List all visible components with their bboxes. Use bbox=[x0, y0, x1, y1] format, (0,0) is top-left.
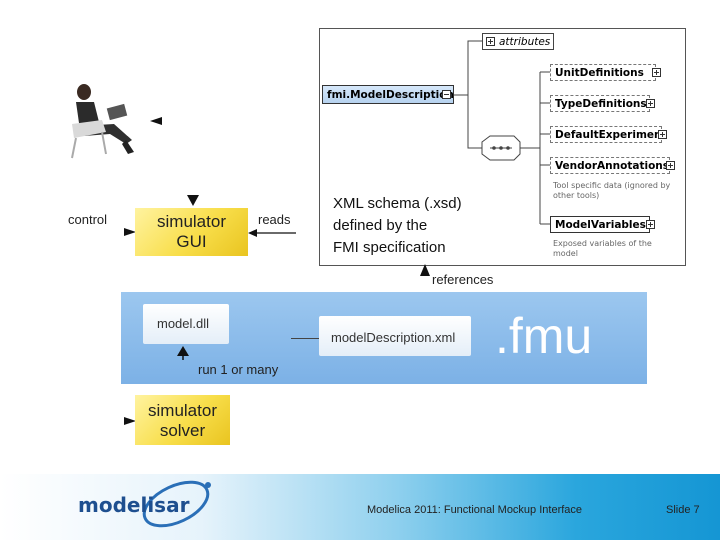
type-definitions-node: TypeDefinitions bbox=[550, 95, 655, 112]
fmu-package-band: model.dll run 1 or many modelDescription… bbox=[121, 292, 647, 384]
collapse-icon bbox=[442, 90, 451, 99]
caption-line: FMI specification bbox=[333, 239, 446, 256]
references-label: references bbox=[432, 272, 494, 287]
model-variables-note: Exposed variables of the model bbox=[553, 239, 652, 258]
control-label: control bbox=[68, 212, 108, 227]
arrow-up-icon bbox=[177, 346, 189, 360]
simulator-gui-box: simulator GUI bbox=[135, 208, 248, 256]
person-with-laptop-image bbox=[71, 84, 134, 159]
run-label: run 1 or many bbox=[198, 362, 279, 377]
vendor-annotations-note: Tool specific data (ignored by other too… bbox=[553, 181, 671, 200]
expand-icon bbox=[486, 37, 495, 46]
model-variables-node: ModelVariables bbox=[550, 216, 655, 233]
reads-label: reads bbox=[258, 212, 291, 227]
unit-definitions-node: UnitDefinitions bbox=[550, 64, 661, 81]
attributes-node: attributes bbox=[482, 33, 554, 50]
expand-icon bbox=[646, 99, 655, 108]
arrow-left-icon bbox=[150, 117, 162, 125]
xml-schema-panel: attributes fmi.ModelDescription UnitDefi… bbox=[319, 28, 686, 266]
model-description-xml-box: modelDescription.xml bbox=[319, 316, 471, 356]
model-dll-box: model.dll bbox=[143, 304, 229, 344]
connector-line bbox=[291, 338, 321, 339]
schema-connectors bbox=[454, 40, 550, 225]
box-line: simulator bbox=[148, 401, 217, 420]
expand-icon bbox=[652, 68, 661, 77]
modelisar-logo: modelisar bbox=[78, 480, 211, 528]
default-experiment-node: DefaultExperiment bbox=[550, 126, 667, 143]
arrow-down-icon bbox=[187, 195, 199, 206]
vendor-annotations-node: VendorAnnotations bbox=[550, 157, 675, 174]
box-line: solver bbox=[159, 421, 206, 440]
box-line: GUI bbox=[176, 232, 207, 251]
expand-icon bbox=[658, 130, 667, 139]
arrow-right-icon bbox=[124, 228, 136, 236]
simulator-solver-box: simulator solver bbox=[135, 395, 230, 445]
expand-icon bbox=[646, 220, 655, 229]
expand-icon bbox=[666, 161, 675, 170]
footer-title: Modelica 2011: Functional Mockup Interfa… bbox=[367, 504, 583, 516]
fmu-extension-label: .fmu bbox=[495, 308, 593, 364]
schema-caption: XML schema (.xsd) defined by the FMI spe… bbox=[333, 193, 462, 259]
slide-number: Slide 7 bbox=[666, 504, 700, 516]
reads-arrow bbox=[248, 229, 296, 237]
arrow-up-icon bbox=[420, 264, 430, 276]
box-line: simulator bbox=[157, 212, 226, 231]
slide-footer: modelisar Modelica 2011: Functional Mock… bbox=[0, 474, 720, 540]
arrow-right-icon bbox=[124, 417, 136, 425]
caption-line: XML schema (.xsd) bbox=[333, 195, 462, 212]
logo-wordmark: modelisar bbox=[78, 493, 190, 517]
root-element-node: fmi.ModelDescription bbox=[322, 85, 454, 104]
caption-line: defined by the bbox=[333, 217, 428, 234]
